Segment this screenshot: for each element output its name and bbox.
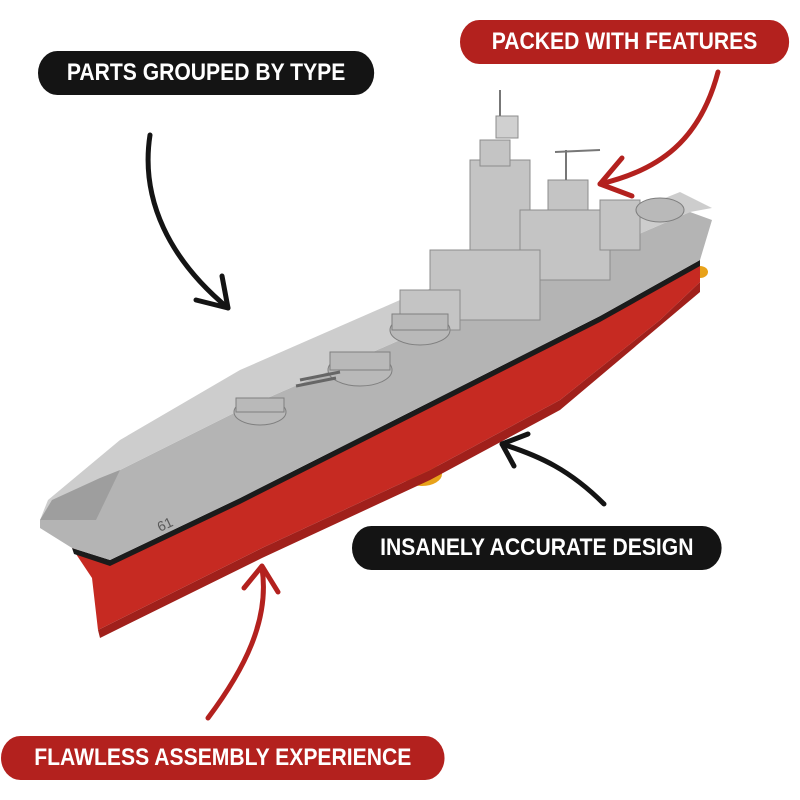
callout-flawless-assembly: FLAWLESS ASSEMBLY EXPERIENCE [1,736,445,780]
arrow-down-left-icon [597,69,721,199]
superstructure [399,90,641,331]
hull-number: 61 [155,514,176,535]
hull-grey [40,212,712,560]
arrow-left-icon [499,431,607,507]
callout-packed-features: PACKED WITH FEATURES [460,20,790,64]
gun-turret [233,197,685,426]
arrow-up-icon [205,563,281,721]
callout-parts-grouped: PARTS GROUPED BY TYPE [38,51,375,95]
callout-accurate-design: INSANELY ACCURATE DESIGN [352,526,722,570]
hull-red [72,262,700,630]
arrow-down-right-icon [145,132,231,311]
